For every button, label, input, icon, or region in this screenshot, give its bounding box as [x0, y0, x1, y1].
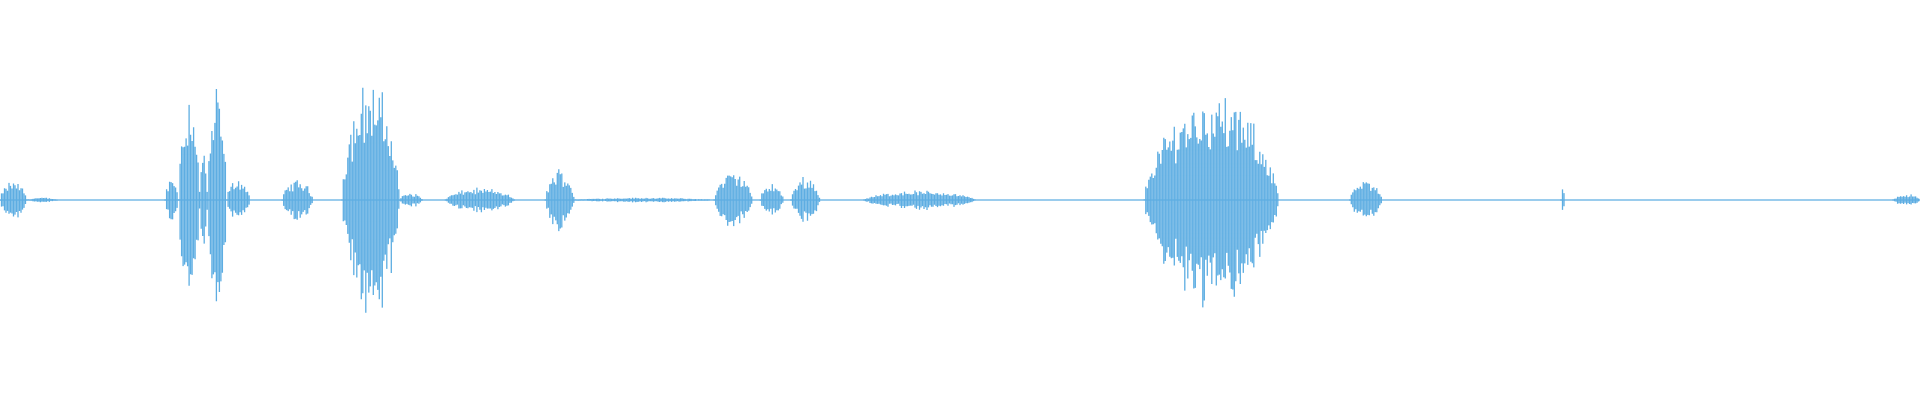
waveform-segment — [544, 169, 575, 232]
waveform-segment — [1143, 98, 1279, 308]
waveform-segment — [713, 175, 753, 227]
waveform-segment — [26, 197, 58, 203]
waveform-segment — [199, 155, 208, 244]
waveform-segment — [863, 190, 976, 210]
waveform-segment — [164, 181, 178, 220]
waveform-segment — [444, 187, 516, 213]
waveform-segment — [0, 182, 27, 218]
waveform-segment — [1560, 189, 1565, 210]
waveform-segment — [759, 184, 784, 215]
waveform-segment — [1349, 182, 1382, 217]
waveform-segment — [398, 193, 423, 207]
waveform-layer — [0, 87, 1920, 313]
waveform-segment — [281, 180, 313, 220]
waveform-segment — [206, 89, 227, 302]
waveform-segment — [177, 104, 201, 286]
waveform-segment — [225, 181, 250, 217]
waveform-segment — [790, 177, 821, 222]
waveform-segment — [573, 197, 710, 203]
waveform-segment — [341, 87, 400, 313]
waveform-segment — [1892, 194, 1920, 205]
